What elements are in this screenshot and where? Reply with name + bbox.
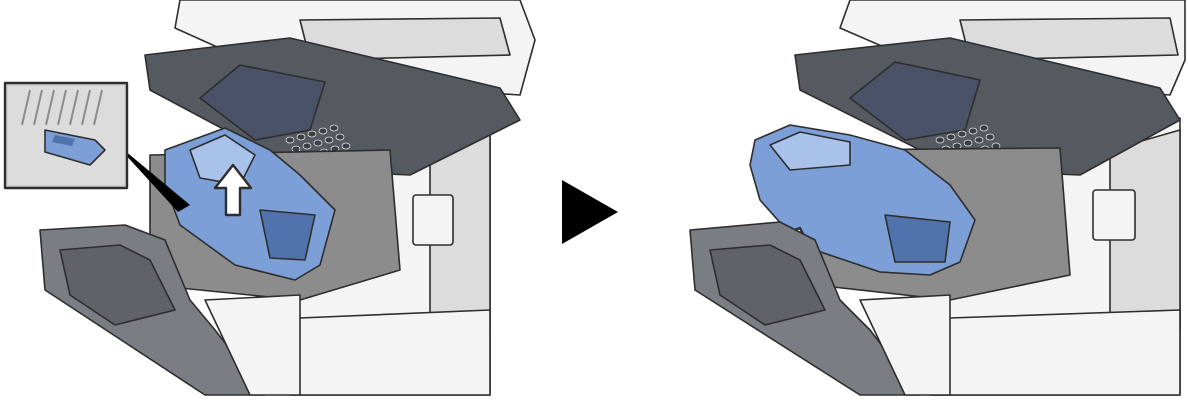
keypad-button — [297, 134, 305, 140]
keypad-button — [336, 134, 344, 140]
keypad-button — [308, 131, 316, 137]
next-step-icon — [562, 180, 618, 244]
toner-cartridge-end — [885, 215, 950, 262]
printer-step-2 — [690, 0, 1185, 395]
keypad-button — [980, 125, 988, 131]
side-label-plate — [413, 195, 453, 245]
keypad-button — [969, 128, 977, 134]
keypad-button — [303, 143, 311, 149]
keypad-button — [330, 125, 338, 131]
keypad-button — [314, 140, 322, 146]
keypad-button — [319, 128, 327, 134]
toner-cartridge-end — [260, 210, 315, 260]
keypad-button — [936, 137, 944, 143]
keypad-button — [286, 137, 294, 143]
keypad-button — [342, 143, 350, 149]
printer-step-1 — [5, 0, 535, 395]
keypad-button — [958, 131, 966, 137]
paper-drawer — [290, 310, 490, 395]
keypad-button — [986, 134, 994, 140]
side-label-plate — [1093, 190, 1135, 240]
paper-drawer — [930, 310, 1180, 395]
keypad-button — [325, 137, 333, 143]
keypad-button — [964, 140, 972, 146]
keypad-button — [975, 137, 983, 143]
keypad-button — [947, 134, 955, 140]
inset-zoom — [5, 83, 127, 188]
